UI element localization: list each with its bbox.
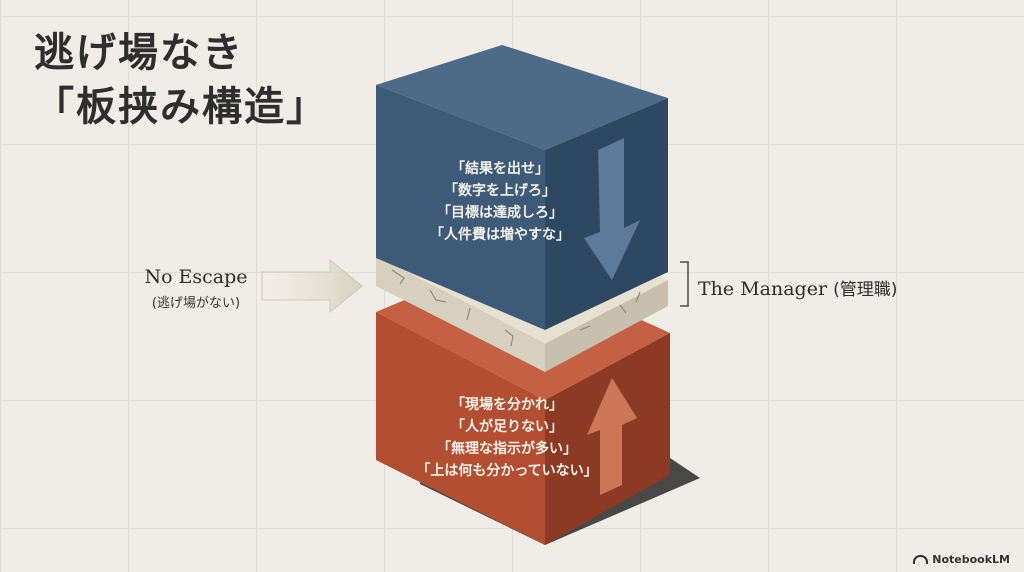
top-line-4: 「人件費は増やすな」 [430, 227, 570, 243]
top-line-1: 「結果を出せ」 [451, 161, 549, 177]
top-block-front-face [376, 85, 545, 330]
slab-front-face [376, 256, 545, 372]
brand-name: NotebookLM [932, 553, 1010, 566]
top-block-top-face [376, 45, 668, 150]
bottom-line-4: 「上は何も分かっていない」 [416, 463, 598, 479]
no-escape-subtitle: (逃げ場がない) [151, 296, 241, 311]
up-arrow-icon [587, 378, 637, 495]
top-line-2: 「数字を上げろ」 [444, 183, 556, 199]
slab-side-face [545, 280, 668, 372]
title-line-1: 逃げ場なき [34, 30, 244, 76]
bottom-line-2: 「人が足りない」 [451, 419, 563, 435]
top-block-text: 「結果を出せ」 「数字を上げろ」 「目標は達成しろ」 「人件費は増やすな」 [430, 158, 570, 246]
manager-subtitle: (管理職) [833, 280, 898, 300]
no-escape-label: No Escape (逃げ場がない) [128, 266, 264, 311]
page-title: 逃げ場なき 「板挟み構造」 [34, 26, 328, 134]
notebooklm-logo-icon [913, 555, 929, 564]
no-escape-title: No Escape [144, 266, 248, 288]
down-arrow-icon [584, 138, 640, 280]
bottom-block-front-face [376, 312, 545, 545]
title-line-2: 「板挟み構造」 [34, 84, 328, 130]
bottom-block-text: 「現場を分かれ」 「人が足りない」 「無理な指示が多い」 「上は何も分かっていな… [412, 394, 602, 482]
manager-label: The Manager (管理職) [698, 275, 897, 300]
bottom-line-1: 「現場を分かれ」 [451, 397, 563, 413]
no-escape-arrow-icon [261, 258, 363, 314]
slab-crack-lines [391, 269, 641, 347]
top-line-3: 「目標は達成しろ」 [437, 205, 563, 221]
notebooklm-brand: NotebookLM [913, 553, 1010, 566]
manager-bracket [680, 261, 689, 307]
bottom-line-3: 「無理な指示が多い」 [437, 441, 577, 457]
manager-title: The Manager [698, 278, 828, 300]
